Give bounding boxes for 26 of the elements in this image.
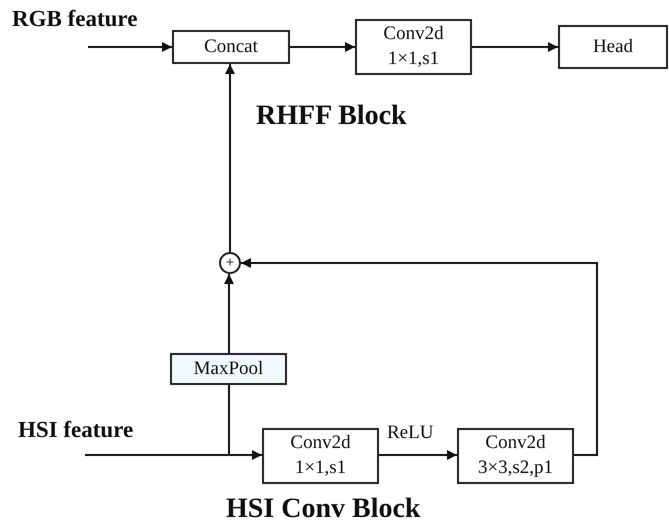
connector-line: [85, 385, 230, 456]
block-title: RHFF Block: [256, 100, 407, 132]
arrow: [224, 274, 234, 353]
process-box: [355, 19, 472, 75]
arrow: [88, 42, 172, 52]
arrow: [472, 42, 558, 52]
plus-sign: +: [226, 256, 234, 270]
box-label: Head: [592, 34, 634, 59]
process-box: [262, 428, 379, 484]
arrow: [290, 42, 355, 52]
input-label: RGB feature: [12, 6, 138, 32]
box-label: Conv2d 1×1,s1: [382, 22, 445, 71]
arrow: [225, 64, 235, 252]
process-box: [170, 353, 287, 385]
box-label: Concat: [203, 34, 259, 59]
box-label: Conv2d 1×1,s1: [289, 431, 352, 480]
process-box: [457, 428, 574, 484]
add-circle: [219, 252, 241, 274]
block-title: HSI Conv Block: [226, 493, 420, 525]
process-box: [558, 25, 668, 69]
arrow: [379, 450, 457, 460]
input-label: HSI feature: [18, 417, 134, 443]
box-label: Conv2d 3×3,s2,p1: [476, 431, 554, 480]
process-box: [172, 30, 290, 64]
box-label: MaxPool: [192, 356, 264, 381]
arrow: [241, 258, 598, 456]
